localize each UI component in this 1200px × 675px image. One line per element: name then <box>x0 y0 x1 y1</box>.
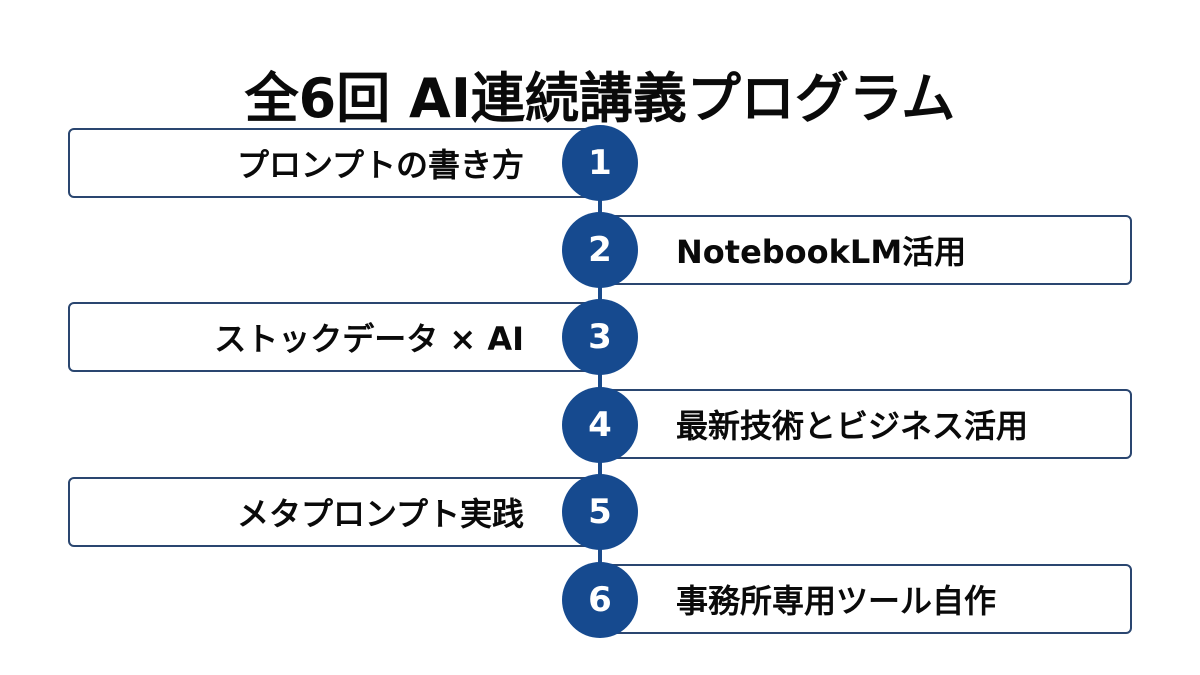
step-label: NotebookLM活用 <box>676 233 967 271</box>
step-number-badge-2: 2 <box>562 212 638 288</box>
step-number-badge-1: 1 <box>562 125 638 201</box>
step-label: プロンプトの書き方 <box>236 146 524 184</box>
step-number-badge-3: 3 <box>562 299 638 375</box>
step-label: 事務所専用ツール自作 <box>676 582 997 620</box>
timeline-connector-line <box>598 163 602 600</box>
step-box-1: プロンプトの書き方 <box>68 128 602 198</box>
step-number-badge-6: 6 <box>562 562 638 638</box>
step-box-4: 最新技術とビジネス活用 <box>598 389 1132 459</box>
step-box-5: メタプロンプト実践 <box>68 477 602 547</box>
step-box-2: NotebookLM活用 <box>598 215 1132 285</box>
step-number-badge-4: 4 <box>562 387 638 463</box>
step-label: ストックデータ × AI <box>214 320 524 358</box>
step-box-6: 事務所専用ツール自作 <box>598 564 1132 634</box>
step-label: メタプロンプト実践 <box>236 495 524 533</box>
step-box-3: ストックデータ × AI <box>68 302 602 372</box>
step-number-badge-5: 5 <box>562 474 638 550</box>
step-label: 最新技術とビジネス活用 <box>676 407 1029 445</box>
page-title: 全6回 AI連続講義プログラム <box>244 67 956 131</box>
